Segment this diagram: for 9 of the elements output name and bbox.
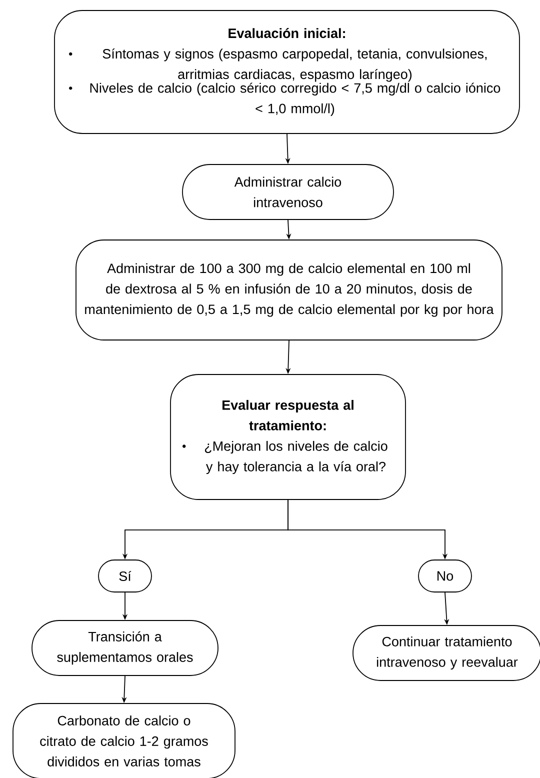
decision-box: Evaluar respuesta al tratamiento: ¿Mejoran los niveles de calcio y hay tolerancia a la vía oral? <box>170 374 406 500</box>
process-box: No <box>418 560 472 592</box>
assessment-box: Evaluación inicial: Síntomas y signos (espasmo carpopedal, tetania, convulsiones, arritmias cardiacas, espasmo laríngeo) Niveles de calcio (calcio sérico corregido < 7,5 mg/dl o calcio iónico < 1,0 mmol/l) <box>54 10 520 134</box>
process-box: Administrar de 100 a 300 mg de calcio elemental en 100 ml de dextrosa al 5 % en infusión de 10 a 20 minutos, dosis de mantenimiento de 0,5 a 1,5 mg de calcio elemental por kg por hora <box>76 240 502 340</box>
process-box: Sí <box>98 560 152 592</box>
process-box: Carbonato de calcio o citrato de calcio 1-2 gramos divididos en varias tomas <box>12 703 236 778</box>
process-box: Continuar tratamiento intravenoso y reevaluar <box>352 625 540 681</box>
process-box: Administrar calcio intravenoso <box>182 164 394 220</box>
process-box: Transición a suplementamos orales <box>32 620 218 676</box>
